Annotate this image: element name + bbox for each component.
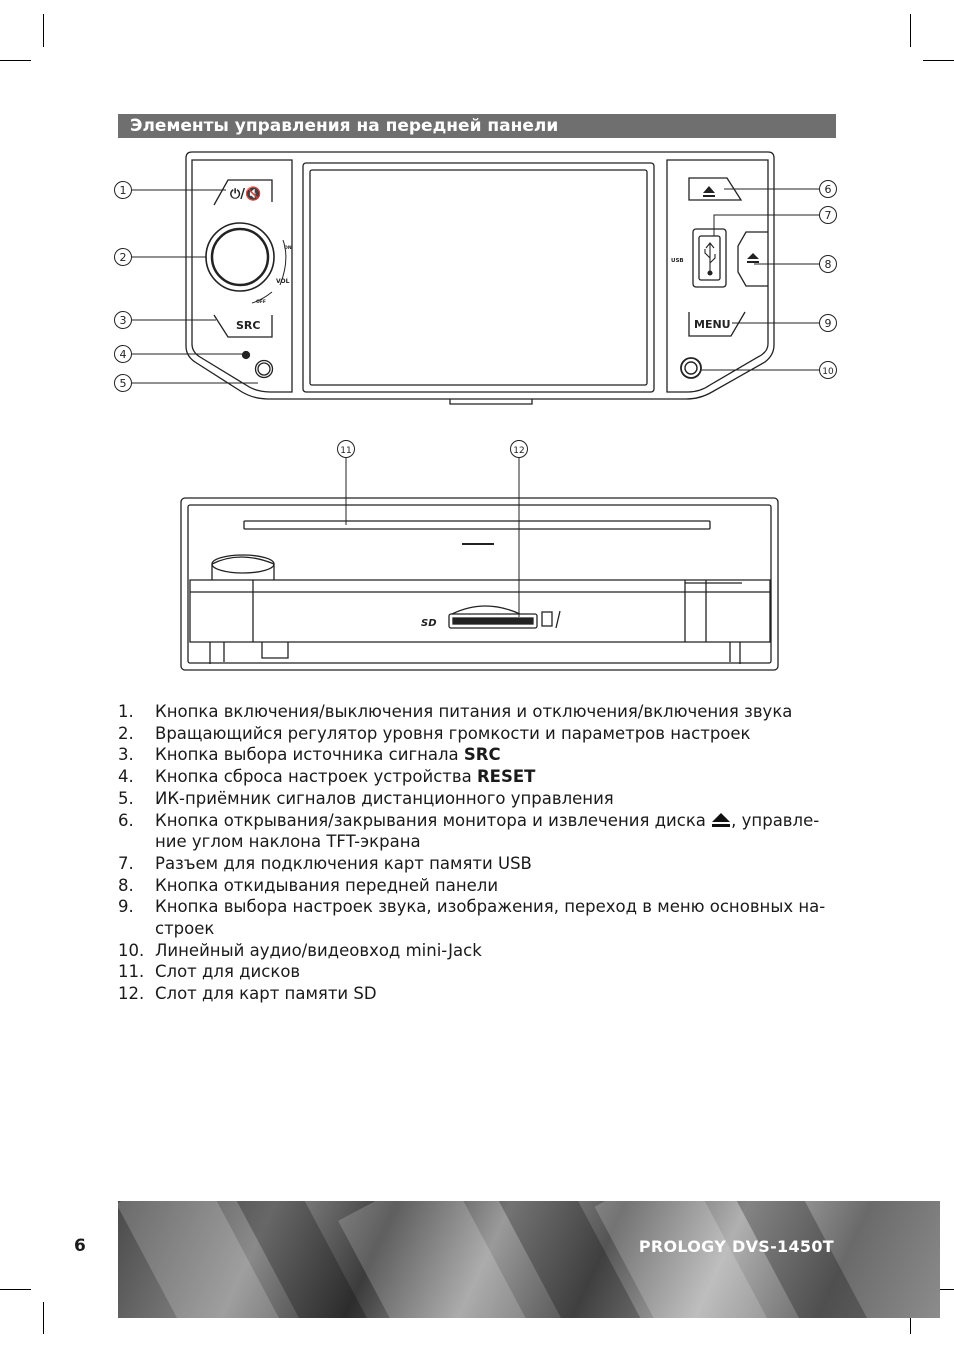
callout-5: 5 xyxy=(120,377,127,390)
crop-mark xyxy=(0,1289,31,1290)
crop-mark xyxy=(43,14,44,47)
callout-7: 7 xyxy=(825,209,832,222)
list-item: 7.Разъем для подключения карт памяти USB xyxy=(118,853,532,873)
crop-mark xyxy=(0,60,31,61)
list-item: 4.Кнопка сброса настроек устройства RESE… xyxy=(118,767,536,787)
power-mute-label: ⏻/🔇 xyxy=(230,186,261,202)
controls-list: 1.Кнопка включения/выключения питания и … xyxy=(118,701,836,1005)
sd-logo: SD xyxy=(421,618,437,629)
list-item: 3.Кнопка выбора источника сигнала SRC xyxy=(118,745,501,765)
off-label: OFF xyxy=(256,299,266,305)
usb-label: USB xyxy=(671,258,684,264)
callout-12: 12 xyxy=(513,446,524,456)
list-item: 2.Вращающийся регулятор уровня громкости… xyxy=(118,723,751,743)
front-panel-diagram: ⏻/🔇 SRC MENU VOL ON OFF USB 1 xyxy=(114,151,837,671)
src-label: SRC xyxy=(236,319,260,332)
vol-label: VOL xyxy=(276,278,290,285)
crop-mark xyxy=(43,1302,44,1334)
page-number: 6 xyxy=(74,1236,86,1256)
crop-mark xyxy=(923,60,954,61)
eject-icon xyxy=(747,253,759,263)
eject-icon xyxy=(703,186,715,197)
list-item: 9.Кнопка выбора настроек звука, изображе… xyxy=(118,897,826,939)
callout-11: 11 xyxy=(340,446,351,456)
callout-1: 1 xyxy=(120,184,127,197)
section-title: Элементы управления на передней панели xyxy=(118,114,836,138)
list-item: 10.Линейный аудио/видеовход mini-Jack xyxy=(118,940,482,960)
callout-8: 8 xyxy=(825,258,832,271)
callout-9: 9 xyxy=(825,317,832,330)
usb-icon xyxy=(704,242,716,276)
crop-mark xyxy=(910,14,911,47)
list-item: 12.Слот для карт памяти SD xyxy=(118,984,377,1004)
callout-4: 4 xyxy=(120,348,127,361)
callout-2: 2 xyxy=(120,251,127,264)
list-item: 6.Кнопка открывания/закрывания монитора … xyxy=(118,810,820,852)
callout-6: 6 xyxy=(825,183,832,196)
crop-mark xyxy=(910,1302,911,1334)
callout-3: 3 xyxy=(120,314,127,327)
callout-10: 10 xyxy=(822,367,834,377)
list-item: 8.Кнопка откидывания передней панели xyxy=(118,875,499,895)
menu-label: MENU xyxy=(694,318,731,331)
list-item: 11.Слот для дисков xyxy=(118,962,301,982)
eject-icon xyxy=(712,812,731,827)
on-label: ON xyxy=(284,245,292,251)
footer-banner: PROLOGY DVS-1450T xyxy=(118,1201,940,1318)
list-item: 1.Кнопка включения/выключения питания и … xyxy=(118,702,793,721)
list-item: 5.ИК-приёмник сигналов дистанционного уп… xyxy=(118,788,614,808)
footer-brand: PROLOGY DVS-1450T xyxy=(638,1237,834,1256)
